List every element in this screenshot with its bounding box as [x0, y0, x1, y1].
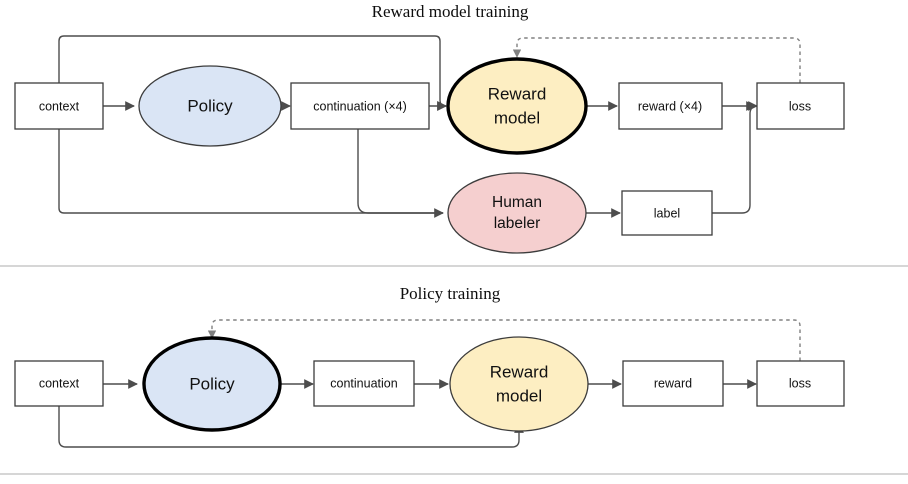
node-pt-loss[interactable]: loss — [756, 360, 845, 407]
node-pt-continuation-label: continuation — [330, 376, 397, 390]
node-rm-policy-label: Policy — [187, 96, 233, 115]
node-pt-policy-label: Policy — [189, 374, 235, 393]
node-pt-context-label: context — [39, 376, 80, 390]
node-rm-loss-label: loss — [789, 99, 811, 113]
node-pt-reward-label: reward — [654, 376, 692, 390]
edge-context-to-human-labeler — [58, 128, 444, 218]
node-rm-reward-model-label-line1: Reward — [488, 84, 547, 103]
node-rm-continuation-label: continuation (×4) — [313, 99, 406, 113]
section-title-policy-training: Policy training — [400, 284, 501, 303]
edge-loss-to-reward-model-gradient — [512, 37, 801, 83]
node-rm-human-labeler[interactable]: Human labeler — [447, 172, 587, 254]
node-rm-continuation[interactable]: continuation (×4) — [290, 82, 430, 130]
node-pt-reward-model[interactable]: Reward model — [449, 336, 589, 432]
edge-continuation-to-human-labeler — [357, 128, 443, 214]
node-pt-reward[interactable]: reward — [622, 360, 724, 407]
edge-pt-loss-to-policy-gradient — [207, 319, 801, 361]
edge-pt-context-to-reward-model — [58, 406, 524, 448]
node-rm-reward[interactable]: reward (×4) — [618, 82, 723, 130]
edge-label-to-loss — [712, 101, 758, 214]
node-rm-label[interactable]: label — [621, 190, 713, 236]
node-pt-reward-model-label-line2: model — [496, 386, 542, 405]
node-pt-policy[interactable]: Policy — [142, 336, 282, 432]
node-rm-loss[interactable]: loss — [756, 82, 845, 130]
node-rm-reward-model-label-line2: model — [494, 108, 540, 127]
node-rm-context-label: context — [39, 99, 80, 113]
node-rm-human-labeler-label-line1: Human — [492, 194, 542, 211]
node-rm-context[interactable]: context — [14, 82, 104, 130]
section-title-reward-model-training: Reward model training — [372, 2, 529, 21]
node-pt-loss-label: loss — [789, 376, 811, 390]
node-rm-reward-label: reward (×4) — [638, 99, 702, 113]
node-rm-label-label: label — [654, 206, 680, 220]
node-rm-policy[interactable]: Policy — [138, 65, 282, 147]
node-rm-human-labeler-label-line2: labeler — [494, 215, 541, 232]
node-rm-reward-model[interactable]: Reward model — [446, 57, 588, 155]
node-pt-reward-model-label-line1: Reward — [490, 362, 549, 381]
node-pt-continuation[interactable]: continuation — [313, 360, 415, 407]
node-pt-context[interactable]: context — [14, 360, 104, 407]
